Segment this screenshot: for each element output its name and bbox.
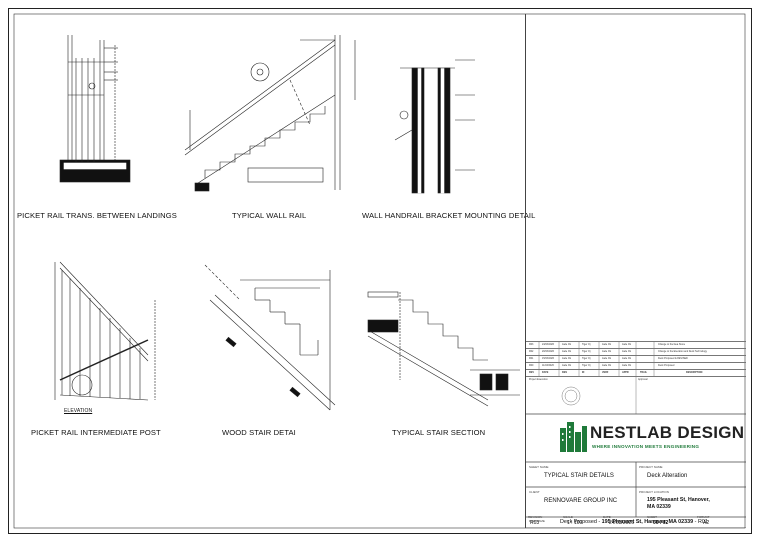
title-block-footer: REVISION R03 SCALE 1 : 100 DATE 24/03/20… [525,514,745,528]
date-label: DATE [603,515,611,519]
caption-wood-stair: WOOD STAIR DETAI [222,428,296,437]
caption-typical-wall-rail: TYPICAL WALL RAIL [232,211,307,220]
sheet-value: 06 / 02 [653,520,669,526]
drawing-sheet-border [8,8,752,534]
sheet-name: TYPICAL STAIR DETAILS [544,473,614,479]
logo-tagline: WHERE INNOVATION MEETS ENGINEERING [592,444,700,449]
format-value: A2 [703,520,710,526]
logo-main-text: NESTLAB DESIGN [590,423,745,442]
elevation-label: ELEVATION [64,408,93,414]
project-location-line1: 195 Pleasant St, Hanover, [647,497,710,503]
date-value: 24/03/2026 [609,520,635,526]
detail-wall-handrail-bracket [394,59,475,194]
caption-wall-handrail-bracket: WALL HANDRAIL BRACKET MOUNTING DETAIL [362,211,536,220]
project-location-line2: MA 02339 [647,504,671,510]
sheet-name-label: SHEET NAME [529,465,549,469]
caption-picket-rail-landings: PICKET RAIL TRANS. BETWEEN LANDINGS [17,211,177,220]
detail-typical-wall-rail [184,35,356,192]
scale-label: SCALE [563,515,573,519]
caption-typical-stair-section: TYPICAL STAIR SECTION [392,428,486,437]
client-label: CLIENT [529,490,540,494]
detail-picket-rail-landings [59,35,131,183]
revision-label: REVISION [528,515,543,519]
revision-value: R03 [530,520,540,526]
logo-building-icon [560,422,587,452]
file-name-label: FILE NAME [529,519,545,523]
project-location-label: PROJECT LOCATION [639,490,669,494]
file-name: Deck Proposed - 195 Pleasant St, Hanover… [560,519,708,525]
project-name: Deck Alteration [647,473,688,479]
format-label: FORMAT [697,515,710,519]
project-name-label: PROJECT NAME [639,465,663,469]
detail-typical-stair-section [367,291,520,407]
detail-wood-stair [204,264,336,411]
detail-picket-rail-intermediate [54,261,156,401]
sheet-label: SHEET [647,515,658,519]
scale-value: 1 : 100 [567,520,583,526]
client-name: RENNOVARE GROUP INC [544,498,618,504]
caption-picket-rail-intermediate: PICKET RAIL INTERMEDIATE POST [31,428,161,437]
title-block-lines [526,341,746,528]
title-block: R03 24/03/2026 Jade Ok Tiger Oj Jade Ok … [525,14,746,528]
